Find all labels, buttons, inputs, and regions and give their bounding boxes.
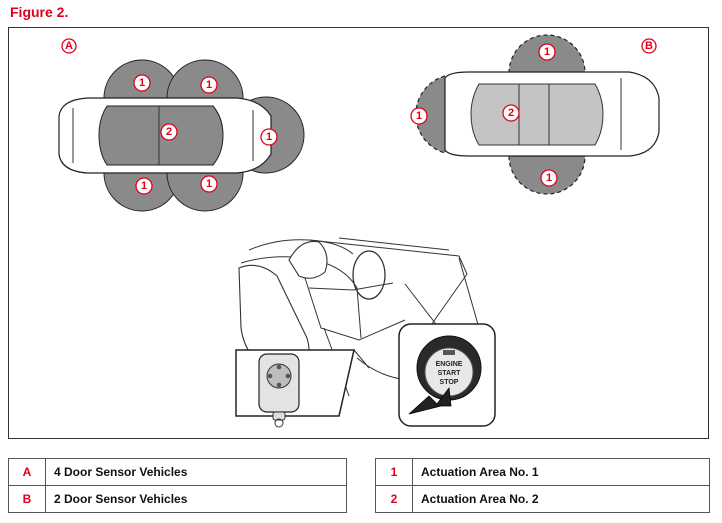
marker-1-a-trunk: 1 [260,128,278,146]
steering-wheel [352,250,386,300]
legend-row: 2 Actuation Area No. 2 [375,485,710,513]
marker-1-a-front-left: 1 [200,175,218,193]
svg-text:1: 1 [139,77,145,89]
svg-text:A: A [65,40,73,52]
marker-1-a-rear-right: 1 [133,74,151,92]
pointer-arrow-icon [408,386,452,415]
diagram-frame: .marker-c { fill:#fff; stroke:#e0001b; s… [8,27,709,439]
button-text-start: START [438,370,462,377]
legend-label: Actuation Area No. 2 [412,485,710,513]
key-fob-inset [235,349,370,428]
button-text-stop: STOP [440,379,459,386]
legend-key: 1 [375,458,413,486]
legend-row: B 2 Door Sensor Vehicles [8,485,347,513]
marker-1-a-rear-left: 1 [135,177,153,195]
legend-key: B [8,485,46,513]
legend-label: Actuation Area No. 1 [412,458,710,486]
svg-text:1: 1 [206,178,212,190]
svg-text:2: 2 [508,107,514,119]
legend-label: 2 Door Sensor Vehicles [45,485,347,513]
legend-label: 4 Door Sensor Vehicles [45,458,347,486]
marker-2-b-cabin: 2 [502,104,520,122]
legend-key: A [8,458,46,486]
svg-text:1: 1 [206,79,212,91]
marker-a: A [61,38,77,54]
car-a-cabin [98,105,224,166]
marker-b: B [641,38,657,54]
zone-b-rear [415,75,446,154]
svg-text:1: 1 [546,172,552,184]
driver-head [288,240,328,279]
diagram-svg: .marker-c { fill:#fff; stroke:#e0001b; s… [58,34,660,428]
svg-text:1: 1 [266,131,272,143]
legend-row: 1 Actuation Area No. 1 [375,458,710,486]
svg-text:1: 1 [141,180,147,192]
marker-1-b-bottom: 1 [540,169,558,187]
svg-text:B: B [645,40,653,52]
engine-start-inset: ENGINE START STOP [398,323,496,427]
svg-text:2: 2 [166,126,172,138]
vehicle-a-diagram: A 1 1 2 1 1 1 [58,38,305,212]
vehicle-b-diagram: B 1 1 2 1 [410,34,660,195]
legend-key: 2 [375,485,413,513]
legend-right: 1 Actuation Area No. 1 2 Actuation Area … [375,458,710,513]
legend-row: A 4 Door Sensor Vehicles [8,458,347,486]
car-b-cabin [470,83,604,146]
legend-left: A 4 Door Sensor Vehicles B 2 Door Sensor… [8,458,347,513]
button-text-engine: ENGINE [436,361,463,368]
marker-1-b-rear: 1 [410,107,428,125]
marker-1-a-front-right: 1 [200,76,218,94]
figure-title: Figure 2. [10,4,69,20]
marker-2-a-cabin: 2 [160,123,178,141]
svg-text:1: 1 [544,46,550,58]
marker-1-b-top: 1 [538,43,556,61]
svg-text:1: 1 [416,110,422,122]
